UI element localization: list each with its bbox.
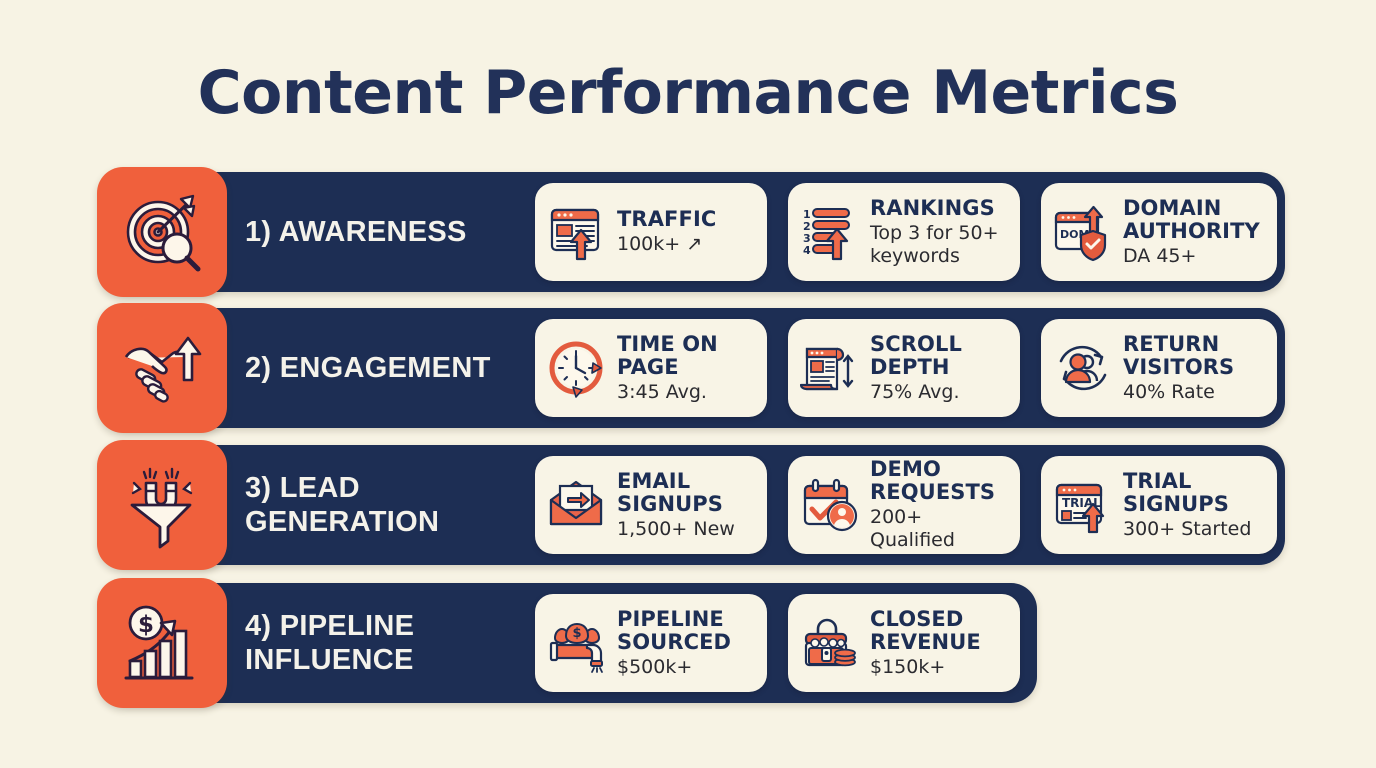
page-title: Content Performance Metrics (197, 58, 1179, 128)
envelope-arrow-icon (547, 474, 609, 536)
metric-card-return-visitors[interactable]: RETURN VISITORS 40% Rate (1041, 319, 1277, 417)
users-refresh-icon (1053, 337, 1115, 399)
metric-text-time-on-page: TIME ON PAGE 3:45 Avg. (617, 331, 718, 404)
metric-label-rankings: RANKINGS (870, 195, 995, 220)
stage-row-pipeline-influence[interactable]: $ 4) PIPELINE INFLUENCE (97, 578, 1037, 708)
metric-text-trial-signups: TRIAL SIGNUPS 300+ Started (1123, 468, 1252, 541)
target-arrow-magnifier-icon (97, 167, 227, 297)
metric-label-demo-line2: REQUESTS (870, 480, 996, 504)
metric-label-domain-line1: DOMAIN (1123, 195, 1222, 220)
metric-label-trial-line2: SIGNUPS (1123, 491, 1230, 516)
metric-text-demo-requests: DEMO REQUESTS 200+ Qualified (870, 458, 1010, 552)
stage-title-line1: 1) AWARENESS (245, 216, 467, 248)
metric-card-domain-authority[interactable]: DOM DOMAIN AUTHORITY DA 45+ (1041, 183, 1277, 281)
stage-title-line1: 4) PIPELINE (245, 610, 415, 642)
stage-row-awareness[interactable]: 1) AWARENESS TRAFFIC 100k+ (97, 167, 1285, 297)
browser-window-uparrow-icon (547, 201, 609, 263)
stage-title-line2: INFLUENCE (245, 644, 414, 676)
metric-card-traffic[interactable]: TRAFFIC 100k+ ↗ (535, 183, 767, 281)
metric-label-return-line1: RETURN (1123, 331, 1220, 356)
stage-row-engagement[interactable]: 2) ENGAGEMENT (97, 303, 1285, 433)
metric-card-pipeline-sourced[interactable]: $ PIPELINE SOURCED $500k+ (535, 594, 767, 692)
magnet-funnel-icon (97, 440, 227, 570)
metric-text-closed-revenue: CLOSED REVENUE $150k+ (870, 606, 981, 679)
metric-card-demo-requests[interactable]: DEMO REQUESTS 200+ Qualified (788, 456, 1020, 554)
metric-value-pipeline-sourced: $500k+ (617, 655, 693, 678)
metric-label-pipeline-line2: SOURCED (617, 629, 732, 654)
metric-value-domain-authority: DA 45+ (1123, 244, 1197, 267)
metric-card-scroll-depth[interactable]: SCROLL DEPTH 75% Avg. (788, 319, 1020, 417)
scroll-document-arrow-icon (800, 337, 862, 399)
metric-label-email-line1: EMAIL (617, 468, 691, 493)
metric-label-time-line1: TIME ON (617, 331, 718, 356)
metric-label-scroll-line1: SCROLL (870, 331, 962, 356)
dollar-growth-chart-icon: $ (97, 578, 227, 708)
ranked-list-uparrow-icon: 1 2 3 4 (800, 201, 862, 263)
handshake-uparrow-icon (97, 303, 227, 433)
metric-card-email-signups[interactable]: EMAIL SIGNUPS 1,500+ New (535, 456, 767, 554)
metric-label-return-line2: VISITORS (1123, 354, 1235, 379)
calendar-check-user-icon (800, 474, 862, 536)
pipe-moneybags-icon: $ (547, 612, 609, 674)
metric-text-email-signups: EMAIL SIGNUPS 1,500+ New (617, 468, 735, 541)
stage-row-lead-generation[interactable]: 3) LEAD GENERATION EMAIL SIGNUPS 1,500+ … (97, 440, 1285, 570)
stage-title-awareness: 1) AWARENESS (245, 215, 535, 249)
metric-value-trial-signups: 300+ Started (1123, 517, 1252, 540)
metric-label-scroll-line2: DEPTH (870, 354, 950, 379)
metric-card-closed-revenue[interactable]: CLOSED REVENUE $150k+ (788, 594, 1020, 692)
metric-text-scroll-depth: SCROLL DEPTH 75% Avg. (870, 331, 962, 404)
metric-label-closed-line1: CLOSED (870, 606, 964, 631)
clock-icon (547, 337, 609, 399)
metric-value-scroll-depth: 75% Avg. (870, 380, 960, 403)
rank-number-3: 3 (803, 232, 811, 245)
metric-value-time-on-page: 3:45 Avg. (617, 380, 707, 403)
stage-title-engagement: 2) ENGAGEMENT (245, 351, 535, 385)
metric-card-rankings[interactable]: 1 2 3 4 RANKINGS Top 3 for 50+ keywords (788, 183, 1020, 281)
stage-title-pipeline-influence: 4) PIPELINE INFLUENCE (245, 609, 535, 677)
stage-title-line2: GENERATION (245, 506, 440, 538)
metric-label-demo-line1: DEMO (870, 457, 941, 481)
stage-title-line1: 2) ENGAGEMENT (245, 352, 491, 384)
metric-label-domain-line2: AUTHORITY (1123, 218, 1260, 243)
metric-card-trial-signups[interactable]: TRIAL TRIAL SIGNUPS 300+ Started (1041, 456, 1277, 554)
trial-browser-uparrow-icon: TRIAL (1053, 474, 1115, 536)
metric-label-trial-line1: TRIAL (1123, 468, 1192, 493)
metric-label-traffic: TRAFFIC (617, 207, 717, 231)
metric-value-return-visitors: 40% Rate (1123, 380, 1215, 403)
metric-text-traffic: TRAFFIC 100k+ ↗ (617, 208, 716, 256)
rank-number-2: 2 (803, 220, 811, 233)
metric-text-rankings: RANKINGS Top 3 for 50+ keywords (870, 195, 1002, 268)
stage-title-lead-generation: 3) LEAD GENERATION (245, 471, 535, 539)
metric-text-return-visitors: RETURN VISITORS 40% Rate (1123, 331, 1235, 404)
rank-number-1: 1 (803, 208, 811, 221)
metric-label-email-line2: SIGNUPS (617, 491, 724, 516)
svg-text:$: $ (138, 612, 154, 638)
metric-text-pipeline-sourced: PIPELINE SOURCED $500k+ (617, 606, 732, 679)
stage-title-line1: 3) LEAD (245, 472, 360, 504)
metric-value-email-signups: 1,500+ New (617, 517, 735, 540)
metric-value-closed-revenue: $150k+ (870, 655, 946, 678)
metric-label-time-line2: PAGE (617, 354, 679, 379)
svg-text:$: $ (572, 626, 581, 641)
metric-value-demo-requests: 200+ Qualified (870, 506, 955, 551)
metric-value-traffic: 100k+ ↗ (617, 233, 703, 255)
rank-number-4: 4 (803, 244, 811, 257)
treasure-chest-coins-icon (800, 612, 862, 674)
metric-label-closed-line2: REVENUE (870, 629, 981, 654)
metric-label-pipeline-line1: PIPELINE (617, 606, 724, 631)
metric-value-rankings: Top 3 for 50+ keywords (870, 221, 999, 267)
domain-shield-uparrow-icon: DOM (1053, 201, 1115, 263)
metric-text-domain-authority: DOMAIN AUTHORITY DA 45+ (1123, 195, 1260, 268)
metric-card-time-on-page[interactable]: TIME ON PAGE 3:45 Avg. (535, 319, 767, 417)
